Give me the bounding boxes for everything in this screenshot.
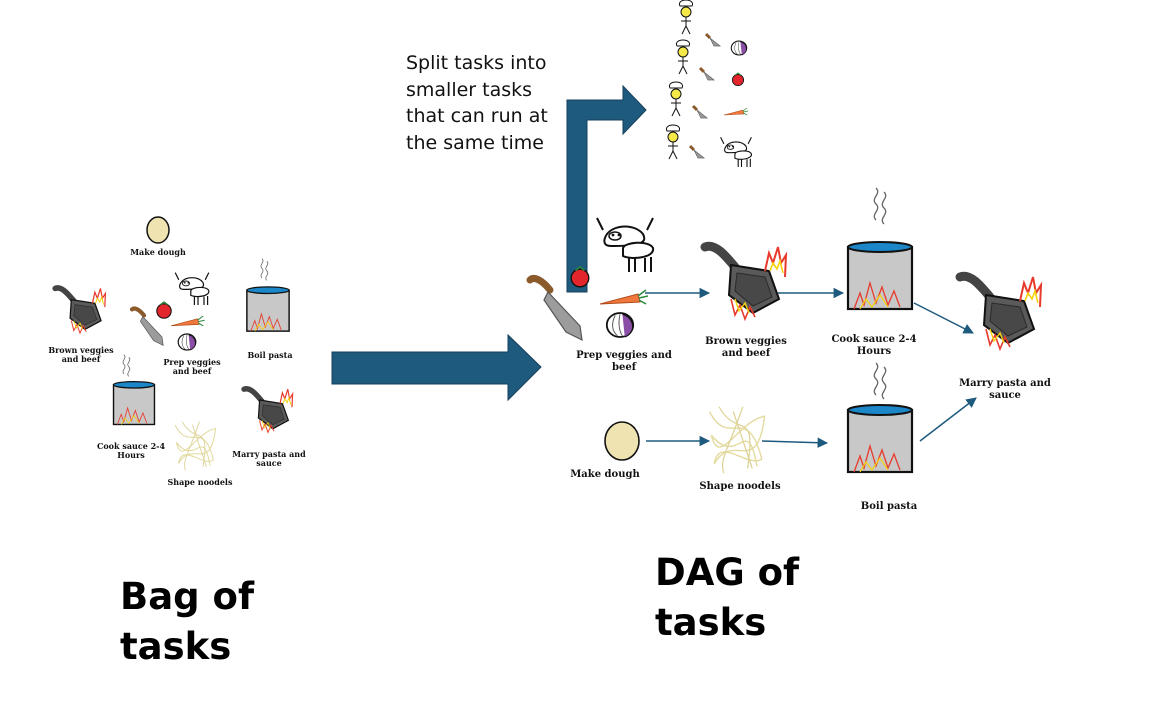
bag-label-shape: Shape noodels	[167, 477, 233, 487]
dag-label-make-dough: Make dough	[570, 469, 640, 480]
bag-label-boil: Boil pasta	[247, 350, 293, 360]
dag-label-shape: Shape noodels	[699, 481, 781, 492]
bag-label-brown: Brown veggies and beef	[48, 345, 114, 365]
bag-label-marry: Marry pasta and sauce	[232, 449, 306, 469]
parallel-chefs-illustration	[665, 0, 753, 168]
split-arrow	[566, 84, 647, 293]
bag-label-cook-sauce: Cook sauce 2-4 Hours	[96, 441, 166, 461]
split-caption: Split tasks into smaller tasks that can …	[406, 52, 548, 154]
bag-label-prep: Prep veggies and beef	[163, 357, 221, 377]
bag-of-tasks-title: Bag of tasks	[120, 575, 255, 668]
dag-illustration	[530, 187, 1041, 474]
bag-label-make-dough: Make dough	[130, 247, 186, 257]
dag-label-marry: Marry pasta and sauce	[959, 378, 1051, 401]
dag-label-prep: Prep veggies and beef	[576, 350, 672, 373]
dag-label-boil: Boil pasta	[860, 501, 918, 512]
transform-arrow	[331, 333, 542, 402]
dag-of-tasks-title: DAG of tasks	[655, 551, 800, 644]
dag-label-brown: Brown veggies and beef	[705, 336, 787, 359]
bag-of-tasks-illustration	[55, 216, 292, 472]
dag-label-cook-sauce: Cook sauce 2-4 Hours	[831, 334, 917, 357]
